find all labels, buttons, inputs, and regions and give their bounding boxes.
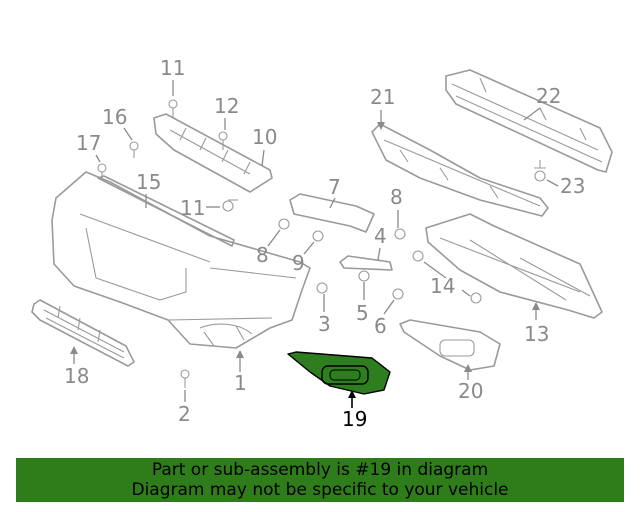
callout-17: 17 (76, 131, 101, 163)
part-18-lower-grille[interactable] (31, 299, 135, 367)
svg-text:10: 10 (252, 125, 277, 149)
part-1-bumper-cover[interactable] (51, 171, 311, 349)
callout-2: 2 (178, 390, 191, 426)
callout-13: 13 (524, 302, 549, 346)
callout-8a: 8 (256, 229, 281, 267)
svg-text:4: 4 (374, 224, 387, 248)
callout-11a: 11 (160, 56, 185, 96)
svg-text:11: 11 (180, 196, 205, 220)
part-5-screw[interactable] (358, 270, 370, 282)
banner-line-1: Part or sub-assembly is #19 in diagram (151, 460, 489, 480)
callout-5: 5 (356, 282, 369, 325)
part-3-clip[interactable] (316, 282, 328, 294)
callout-10: 10 (252, 125, 277, 167)
callout-9: 9 (292, 241, 315, 275)
part-8-screw-right[interactable] (394, 228, 406, 240)
callout-8b: 8 (390, 185, 403, 228)
part-21-energy-absorber[interactable] (371, 123, 549, 217)
banner-line-2: Diagram may not be specific to your vehi… (131, 480, 509, 500)
svg-text:13: 13 (524, 322, 549, 346)
callout-3: 3 (318, 294, 331, 336)
part-7-side-bracket[interactable] (289, 193, 375, 233)
callout-7: 7 (328, 175, 341, 209)
parts-diagram: 22 21 23 10 12 11 (31, 56, 613, 431)
svg-text:23: 23 (560, 174, 585, 198)
callout-14: 14 (423, 261, 471, 298)
svg-text:6: 6 (374, 314, 387, 338)
part-20-right-fog-trim[interactable] (399, 319, 501, 371)
svg-text:22: 22 (536, 84, 561, 108)
callout-1: 1 (234, 350, 247, 395)
callout-19: 19 (342, 390, 367, 431)
svg-text:12: 12 (214, 94, 239, 118)
svg-text:21: 21 (370, 85, 395, 109)
callout-6: 6 (374, 299, 395, 338)
part-19-left-fog-trim-highlighted[interactable] (287, 351, 391, 395)
svg-text:20: 20 (458, 379, 483, 403)
svg-text:8: 8 (256, 243, 269, 267)
part-23-bolt[interactable] (534, 160, 546, 182)
callout-11b: 11 (180, 196, 220, 220)
svg-text:16: 16 (102, 105, 127, 129)
svg-text:8: 8 (390, 185, 403, 209)
part-22-bumper-reinforcement[interactable] (445, 69, 613, 173)
callout-22: 22 (523, 84, 561, 121)
part-16-clip[interactable] (129, 141, 139, 158)
callout-23: 23 (546, 174, 585, 198)
svg-text:3: 3 (318, 312, 331, 336)
svg-text:9: 9 (292, 251, 305, 275)
part-4-bracket[interactable] (339, 255, 393, 271)
callout-20: 20 (458, 364, 483, 403)
svg-text:7: 7 (328, 175, 341, 199)
part-6-screw[interactable] (392, 288, 404, 300)
part-11-bolt[interactable] (222, 199, 238, 212)
part-14-screw[interactable] (412, 250, 482, 304)
svg-text:1: 1 (234, 371, 247, 395)
svg-text:15: 15 (136, 170, 161, 194)
svg-text:18: 18 (64, 364, 89, 388)
callout-16: 16 (102, 105, 133, 141)
part-11-clip-top[interactable] (168, 99, 178, 118)
callout-4: 4 (374, 224, 387, 261)
svg-text:5: 5 (356, 301, 369, 325)
svg-text:17: 17 (76, 131, 101, 155)
callout-21: 21 (370, 85, 395, 130)
part-2-clip[interactable] (180, 369, 190, 388)
part-10-upper-bracket[interactable] (153, 113, 273, 193)
part-13-undercover[interactable] (425, 213, 603, 319)
part-12-clip[interactable] (218, 131, 228, 150)
part-9-screw[interactable] (312, 230, 324, 242)
callout-18: 18 (64, 346, 89, 388)
svg-text:11: 11 (160, 56, 185, 80)
callout-12: 12 (214, 94, 239, 130)
svg-text:14: 14 (430, 274, 455, 298)
part-8-screw-left[interactable] (278, 218, 290, 230)
svg-text:19: 19 (342, 407, 367, 431)
info-banner: Part or sub-assembly is #19 in diagram D… (16, 458, 624, 502)
svg-text:2: 2 (178, 402, 191, 426)
